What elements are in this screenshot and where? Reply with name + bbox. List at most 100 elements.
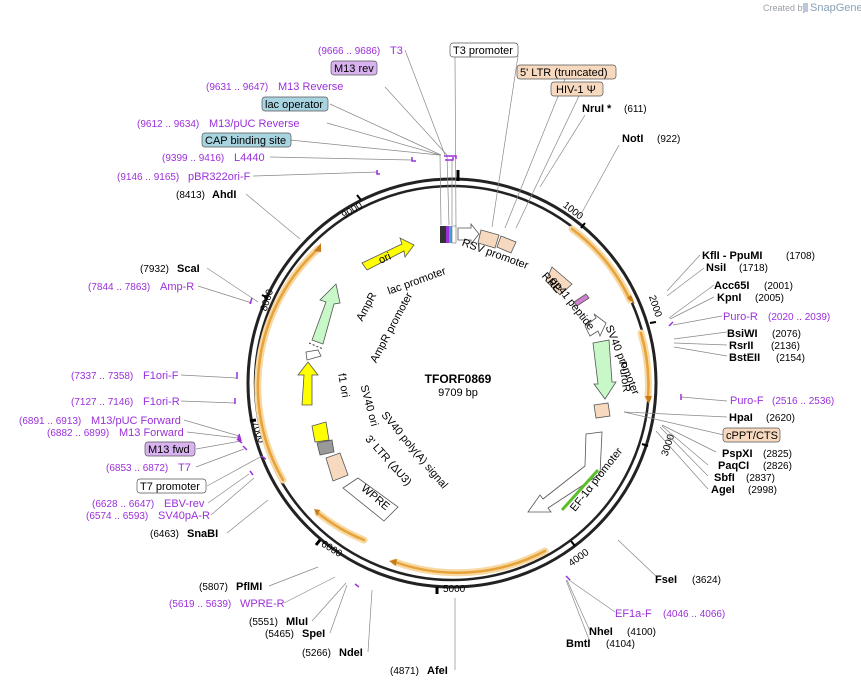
- feature-label-f1-ori: f1 ori: [335, 372, 351, 398]
- box-5ltr[interactable]: 5' LTR (truncated): [516, 64, 617, 80]
- tick-2000: 2000: [646, 294, 664, 324]
- primer-name-amp-r: Amp-R: [160, 281, 194, 293]
- orf-arc-1: [570, 227, 632, 302]
- primer-pos-m13puc-reverse: (9612 .. 9634): [137, 119, 199, 130]
- box-label-m13-fwd: M13 fwd: [148, 444, 190, 456]
- site-kfli[interactable]: KflI - PpuMI(1708): [702, 250, 815, 262]
- site-name-nrui: NruI *: [582, 103, 612, 115]
- primer-pos-f1ori-f: (7337 .. 7358): [71, 371, 133, 382]
- site-bsteii[interactable]: BstEII(2154): [729, 352, 805, 364]
- site-pos-afei: (4871): [390, 666, 419, 677]
- site-sbfi[interactable]: SbfI(2837): [714, 472, 775, 484]
- site-name-nhei: NheI: [589, 626, 613, 638]
- site-pos-bsteii: (2154): [776, 353, 805, 364]
- site-nhei[interactable]: NheI(4100): [589, 626, 656, 638]
- site-pos-mlui: (5551): [249, 617, 278, 628]
- primer-amp-r[interactable]: (7844 .. 7863) Amp-R: [88, 281, 194, 293]
- site-mlui[interactable]: (5551)MluI: [249, 616, 308, 628]
- primer-t7[interactable]: (6853 .. 6872)T7: [106, 462, 191, 474]
- site-pos-ahdi: (8413): [176, 190, 205, 201]
- site-nrui[interactable]: NruI *(611): [582, 103, 647, 115]
- primer-name-t7: T7: [178, 462, 191, 474]
- site-name-sbfi: SbfI: [714, 472, 735, 484]
- wpre-box: [342, 477, 399, 522]
- primer-wpre-r[interactable]: (5619 .. 5639) WPRE-R: [169, 598, 285, 610]
- primer-pos-t3: (9666 .. 9686): [318, 46, 380, 57]
- site-nsii[interactable]: NsiI(1718): [706, 262, 768, 274]
- box-label-m13-rev: M13 rev: [334, 63, 374, 75]
- center-title: TFORF0869 9709 bp: [425, 372, 492, 399]
- watermark: Created by SnapGene: [763, 2, 861, 14]
- site-kpni[interactable]: KpnI(2005): [717, 292, 784, 304]
- box-cppt[interactable]: cPPT/CTS: [722, 427, 781, 443]
- primer-pos-m13puc-forward: (6891 .. 6913): [19, 416, 81, 427]
- site-noti[interactable]: NotI(922): [622, 133, 680, 145]
- site-bmti[interactable]: BmtI(4104): [566, 638, 635, 650]
- rsv-promoter-arrow: [457, 222, 480, 246]
- box-t7-promoter[interactable]: T7 promoter: [136, 478, 207, 494]
- site-agei[interactable]: AgeI(2998): [711, 484, 777, 496]
- lac-cluster-white: [451, 225, 457, 244]
- primer-ebv-rev[interactable]: (6628 .. 6647)EBV-rev: [92, 498, 205, 510]
- primer-l4440[interactable]: (9399 .. 9416)L4440: [162, 152, 265, 164]
- primer-pbr322ori-f[interactable]: (9146 .. 9165)pBR322ori-F: [117, 171, 251, 183]
- gp41-box: [573, 293, 590, 307]
- tick-label-5000: 5000: [443, 584, 466, 595]
- box-lac-operator[interactable]: lac operator: [261, 96, 329, 112]
- site-pspxi[interactable]: PspXI(2825): [722, 448, 792, 460]
- site-ndei[interactable]: (5266)NdeI: [302, 647, 363, 659]
- site-bsiwi[interactable]: BsiWI(2076): [727, 328, 801, 340]
- primer-sv40pa-r[interactable]: (6574 .. 6593) SV40pA-R: [86, 510, 210, 522]
- box-m13-fwd[interactable]: M13 fwd: [144, 441, 196, 457]
- site-rsrii[interactable]: RsrII(2136): [729, 340, 800, 352]
- tick-label-9000: 9000: [340, 200, 365, 221]
- site-acc65i[interactable]: Acc65I(2001): [714, 280, 793, 292]
- primer-t3[interactable]: (9666 .. 9686)T3: [318, 45, 403, 57]
- primer-f1ori-f[interactable]: (7337 .. 7358)F1ori-F: [71, 370, 179, 382]
- boxed-labels: M13 rev lac operator CAP binding site M1…: [136, 42, 781, 494]
- site-paqci[interactable]: PaqCI (2826): [718, 460, 792, 472]
- site-pos-acc65i: (2001): [764, 281, 793, 292]
- site-name-snabi: SnaBI: [187, 528, 218, 540]
- orf-arrowhead-1: [627, 295, 635, 304]
- ef1a-promoter-arrow: [527, 431, 603, 513]
- site-pos-pspxi: (2825): [763, 449, 792, 460]
- site-pos-paqci: (2826): [763, 461, 792, 472]
- primer-puro-r[interactable]: Puro-R(2020 .. 2039): [723, 311, 830, 323]
- site-afei[interactable]: (4871)AfeI: [390, 665, 448, 677]
- tick-5000: 5000: [435, 584, 466, 595]
- primer-f1ori-r[interactable]: (7127 .. 7146)F1ori-R: [71, 396, 180, 408]
- box-label-lac-operator: lac operator: [265, 99, 323, 111]
- primer-m13puc-forward[interactable]: (6891 .. 6913)M13/pUC Forward: [19, 415, 181, 427]
- site-name-kfli: KflI - PpuMI: [702, 250, 763, 262]
- primer-ef1a-f[interactable]: EF1a-F(4046 .. 4066): [615, 608, 725, 620]
- primer-pos-sv40pa-r: (6574 .. 6593): [86, 511, 148, 522]
- primer-pos-wpre-r: (5619 .. 5639): [169, 599, 231, 610]
- site-name-paqci: PaqCI: [718, 460, 749, 472]
- box-t3-promoter[interactable]: T3 promoter: [449, 42, 519, 58]
- primer-name-puro-r: Puro-R: [723, 311, 758, 323]
- primer-puro-f[interactable]: Puro-F(2516 .. 2536): [730, 395, 834, 407]
- site-snabi[interactable]: (6463) SnaBI: [150, 528, 218, 540]
- site-pflmi[interactable]: (5807)PflMI: [199, 581, 262, 593]
- watermark-created-by: Created by: [763, 3, 808, 13]
- primer-name-sv40pa-r: SV40pA-R: [158, 510, 210, 522]
- site-hpai[interactable]: HpaI(2620): [729, 412, 795, 424]
- primer-m13-forward[interactable]: (6882 .. 6899)M13 Forward: [47, 427, 184, 439]
- box-cap-binding[interactable]: CAP binding site: [201, 132, 292, 148]
- ltr5-box: [477, 229, 500, 249]
- primer-m13puc-reverse[interactable]: (9612 .. 9634)M13/pUC Reverse: [137, 118, 299, 130]
- primer-pos-ebv-rev: (6628 .. 6647): [92, 499, 154, 510]
- box-hiv-psi[interactable]: HIV-1 Ψ: [550, 81, 604, 97]
- primer-pos-amp-r: (7844 .. 7863): [88, 282, 150, 293]
- site-ahdi[interactable]: (8413)AhdI: [176, 189, 236, 201]
- primer-m13-reverse[interactable]: (9631 .. 9647)M13 Reverse: [206, 81, 343, 93]
- site-pos-snabi: (6463): [150, 529, 179, 540]
- primer-name-wpre-r: WPRE-R: [240, 598, 285, 610]
- site-spei[interactable]: (5465)SpeI: [265, 628, 325, 640]
- box-m13-rev[interactable]: M13 rev: [330, 60, 378, 76]
- site-scai[interactable]: (7932)ScaI: [140, 263, 200, 275]
- site-fsei[interactable]: FseI(3624): [655, 574, 721, 586]
- orf-arrowhead-5: [314, 243, 321, 252]
